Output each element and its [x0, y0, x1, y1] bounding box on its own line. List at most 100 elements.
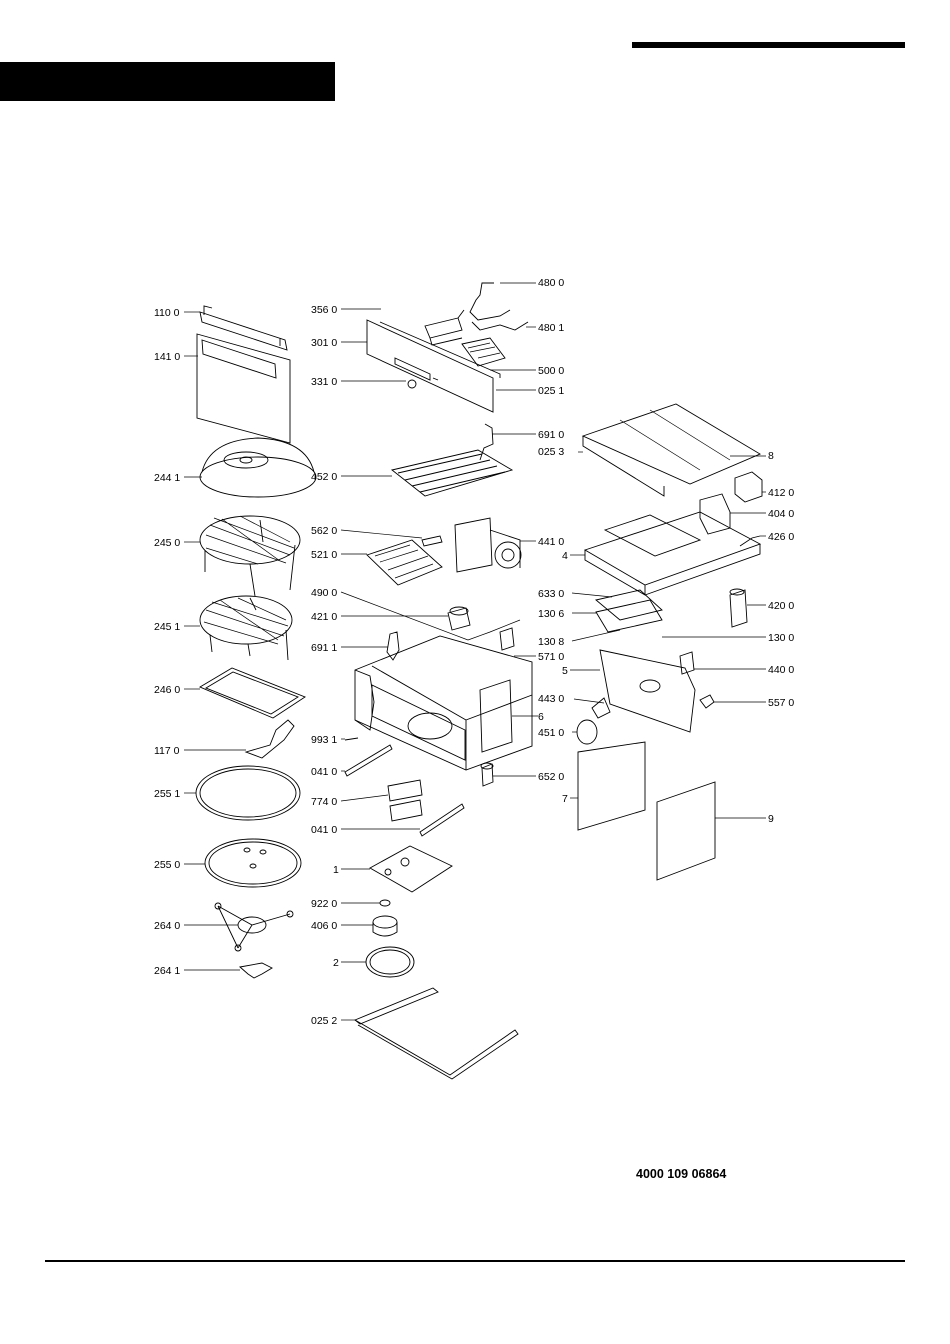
part-label-p3010: 301 0: [311, 337, 337, 349]
control-panel-part: [366, 319, 501, 413]
screw-993-1-part: [344, 737, 359, 741]
dome-cover-part: [199, 437, 317, 498]
part-label-n7: 7: [562, 793, 568, 805]
part-label-p2451: 245 1: [154, 621, 180, 633]
part-label-p5710: 571 0: [538, 651, 564, 663]
oven-cavity-part: [354, 635, 533, 771]
lamp-652-part: [480, 762, 494, 787]
back-panel-5-part: [599, 649, 696, 733]
capacitor-part: [729, 588, 748, 628]
part-label-p0410b: 041 0: [311, 824, 337, 836]
part-label-p9220: 922 0: [311, 898, 337, 910]
part-label-n4: 4: [562, 550, 568, 562]
part-label-p4900: 490 0: [311, 587, 337, 599]
roller-ring-part: [195, 765, 301, 821]
fan-motor-assembly-part: [454, 517, 522, 573]
part-label-p2441: 244 1: [154, 472, 180, 484]
base-plate-part: [369, 845, 453, 893]
part-label-n5: 5: [562, 665, 568, 677]
turntable-plate-part: [204, 838, 302, 888]
part-label-n6: 6: [538, 711, 544, 723]
part-label-p4520: 452 0: [311, 471, 337, 483]
part-label-p9931: 993 1: [311, 734, 337, 746]
part-label-p4200: 420 0: [768, 600, 794, 612]
part-label-p1308: 130 8: [538, 636, 564, 648]
high-rack-part: [199, 515, 301, 597]
part-label-p6520: 652 0: [538, 771, 564, 783]
coupler-part: [239, 962, 273, 979]
part-label-p5570: 557 0: [768, 697, 794, 709]
tray-part: [199, 667, 306, 719]
part-label-p1100: 110 0: [154, 307, 180, 319]
part-label-p1170: 117 0: [154, 745, 180, 757]
fuse-part: [421, 535, 443, 547]
part-label-p7740: 774 0: [311, 796, 337, 808]
part-label-p2460: 246 0: [154, 684, 180, 696]
hinge-screws-part: [387, 779, 423, 822]
part-label-p2641: 264 1: [154, 965, 180, 977]
bracket-633-part: [595, 589, 663, 621]
transformer-412-part: [734, 471, 763, 503]
chassis-base-part: [583, 511, 762, 596]
part-label-n8: 8: [768, 450, 774, 462]
washer-part: [379, 899, 391, 907]
leader-line-p6330: [571, 592, 613, 598]
fan-motor-part: [447, 606, 471, 631]
part-label-p4800: 480 0: [538, 277, 564, 289]
hinge-upper-part: [344, 744, 393, 777]
part-label-p4060: 406 0: [311, 920, 337, 932]
part-label-p4400: 440 0: [768, 664, 794, 676]
part-label-p6910: 691 0: [538, 429, 564, 441]
hinge-lower-part: [419, 803, 465, 837]
side-panel-7-part: [577, 741, 646, 831]
part-label-p1300: 130 0: [768, 632, 794, 644]
part-label-p1306: 130 6: [538, 608, 564, 620]
grill-heater-part: [390, 423, 514, 497]
leader-line-p5620: [340, 529, 423, 539]
part-label-p6911: 691 1: [311, 642, 337, 654]
part-label-p4410: 441 0: [538, 536, 564, 548]
leader-line-p7740: [340, 794, 389, 802]
part-label-p2640: 264 0: [154, 920, 180, 932]
bottom-frame-part: [354, 987, 519, 1080]
door-handle-part: [199, 305, 288, 351]
part-label-p5210: 521 0: [311, 549, 337, 561]
part-label-p2551: 255 1: [154, 788, 180, 800]
handle-grip-part: [244, 719, 295, 759]
part-label-p0410a: 041 0: [311, 766, 337, 778]
switch-691-1-part: [386, 631, 400, 661]
part-label-p4801: 480 1: [538, 322, 564, 334]
leader-line-p4430: [573, 698, 605, 704]
part-label-p4040: 404 0: [768, 508, 794, 520]
control-board-part: [461, 337, 506, 367]
part-label-p4430: 443 0: [538, 693, 564, 705]
door-glass-part: [196, 333, 291, 444]
part-label-p0252: 025 2: [311, 1015, 337, 1027]
roller-support-part: [214, 902, 294, 952]
header-title-block: [0, 62, 335, 101]
footer-rule: [45, 1260, 905, 1262]
wiring-harness-part: [469, 282, 529, 331]
fan-blade-443-part: [591, 697, 611, 719]
transformer-440-part: [679, 651, 695, 675]
turntable-motor-part: [372, 915, 398, 937]
part-label-p3560: 356 0: [311, 304, 337, 316]
part-label-p6330: 633 0: [538, 588, 564, 600]
part-label-p3310: 331 0: [311, 376, 337, 388]
part-label-p0251: 025 1: [538, 385, 564, 397]
part-label-p5620: 562 0: [311, 525, 337, 537]
part-label-n1: 1: [333, 864, 339, 876]
switch-bracket-130-part: [595, 599, 663, 633]
part-label-p0253: 025 3: [538, 446, 564, 458]
low-rack-part: [199, 595, 293, 661]
wire-part: [467, 619, 521, 641]
part-label-n9: 9: [768, 813, 774, 825]
support-ring-part: [365, 946, 415, 978]
heater-ring-451-part: [576, 719, 598, 745]
document-number: 4000 109 06864: [636, 1167, 727, 1181]
part-label-n2: 2: [333, 957, 339, 969]
part-label-p1410: 141 0: [154, 351, 180, 363]
part-label-p4260: 426 0: [768, 531, 794, 543]
side-panel-9-part: [656, 781, 716, 881]
